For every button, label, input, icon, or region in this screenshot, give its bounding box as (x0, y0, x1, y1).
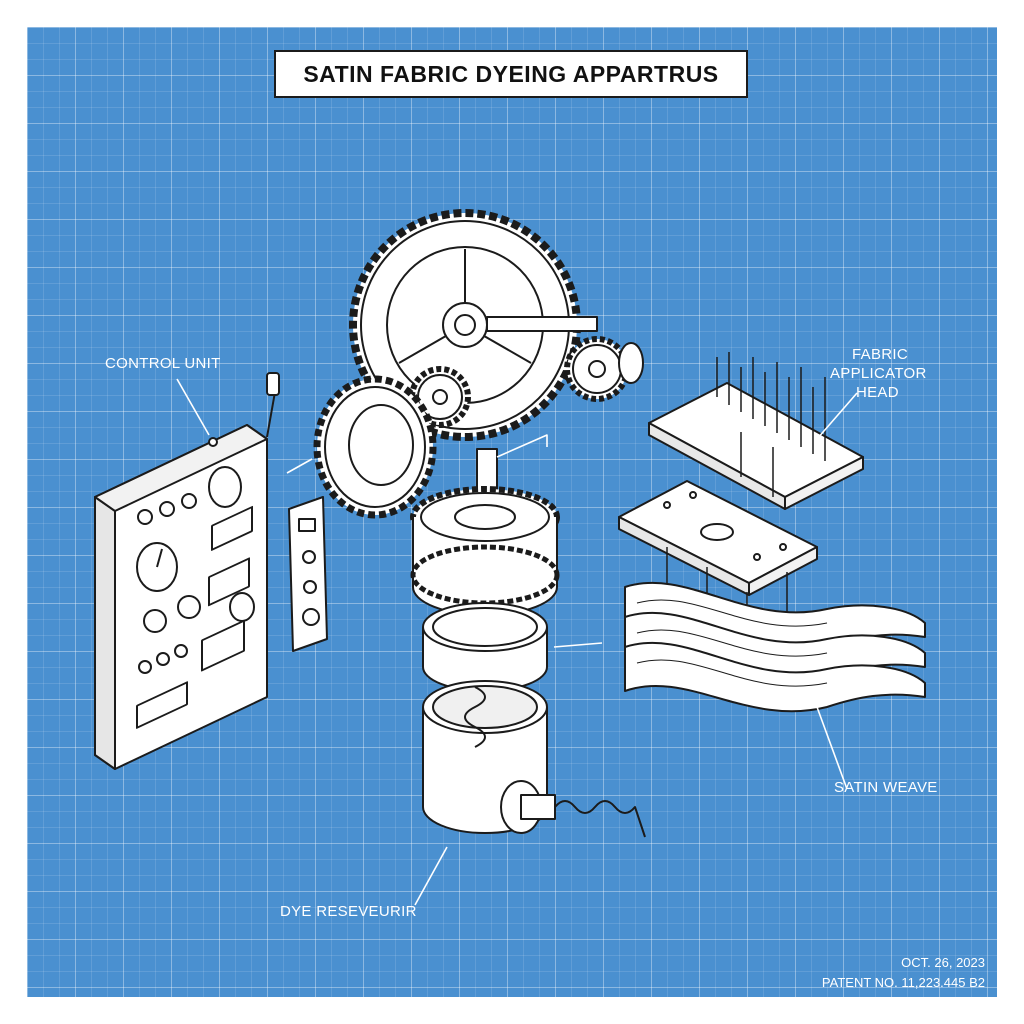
exploded-diagram (94, 209, 926, 906)
label-satin-weave: SATIN WEAVE (834, 779, 938, 796)
footer-date: OCT. 26, 2023 (901, 955, 985, 970)
satin-weave-layers (624, 581, 926, 713)
coupling-ring (422, 602, 548, 692)
ring-gear (313, 375, 437, 519)
label-applicator-line-3: HEAD (856, 384, 899, 401)
leader-lines (176, 378, 858, 906)
label-applicator-line-2: APPLICATOR (830, 365, 927, 382)
applicator-dye-plate (618, 480, 818, 637)
label-fabric-applicator-head: FABRIC APPLICATOR HEAD (830, 345, 927, 402)
large-drive-gear (349, 209, 598, 441)
label-dye-reservoir: DYE RESEVEURIR (280, 903, 417, 920)
footer-patent-number: PATENT NO. 11,223.445 B2 (821, 975, 985, 990)
applicator-needle-plate (648, 352, 864, 510)
label-control-unit: CONTROL UNIT (105, 355, 221, 372)
control-side-panel (288, 496, 328, 652)
dye-reservoir (422, 680, 646, 838)
label-applicator-line-1: FABRIC (852, 346, 908, 363)
diagram-title: SATIN FABRIC DYEING APPARTRUS (274, 50, 748, 98)
stacked-gears (410, 486, 560, 616)
idler-gear (409, 366, 471, 428)
small-pinion-gear (564, 336, 644, 402)
blueprint-sheet: SATIN FABRIC DYEING APPARTRUS (27, 27, 997, 997)
control-unit (94, 372, 280, 770)
